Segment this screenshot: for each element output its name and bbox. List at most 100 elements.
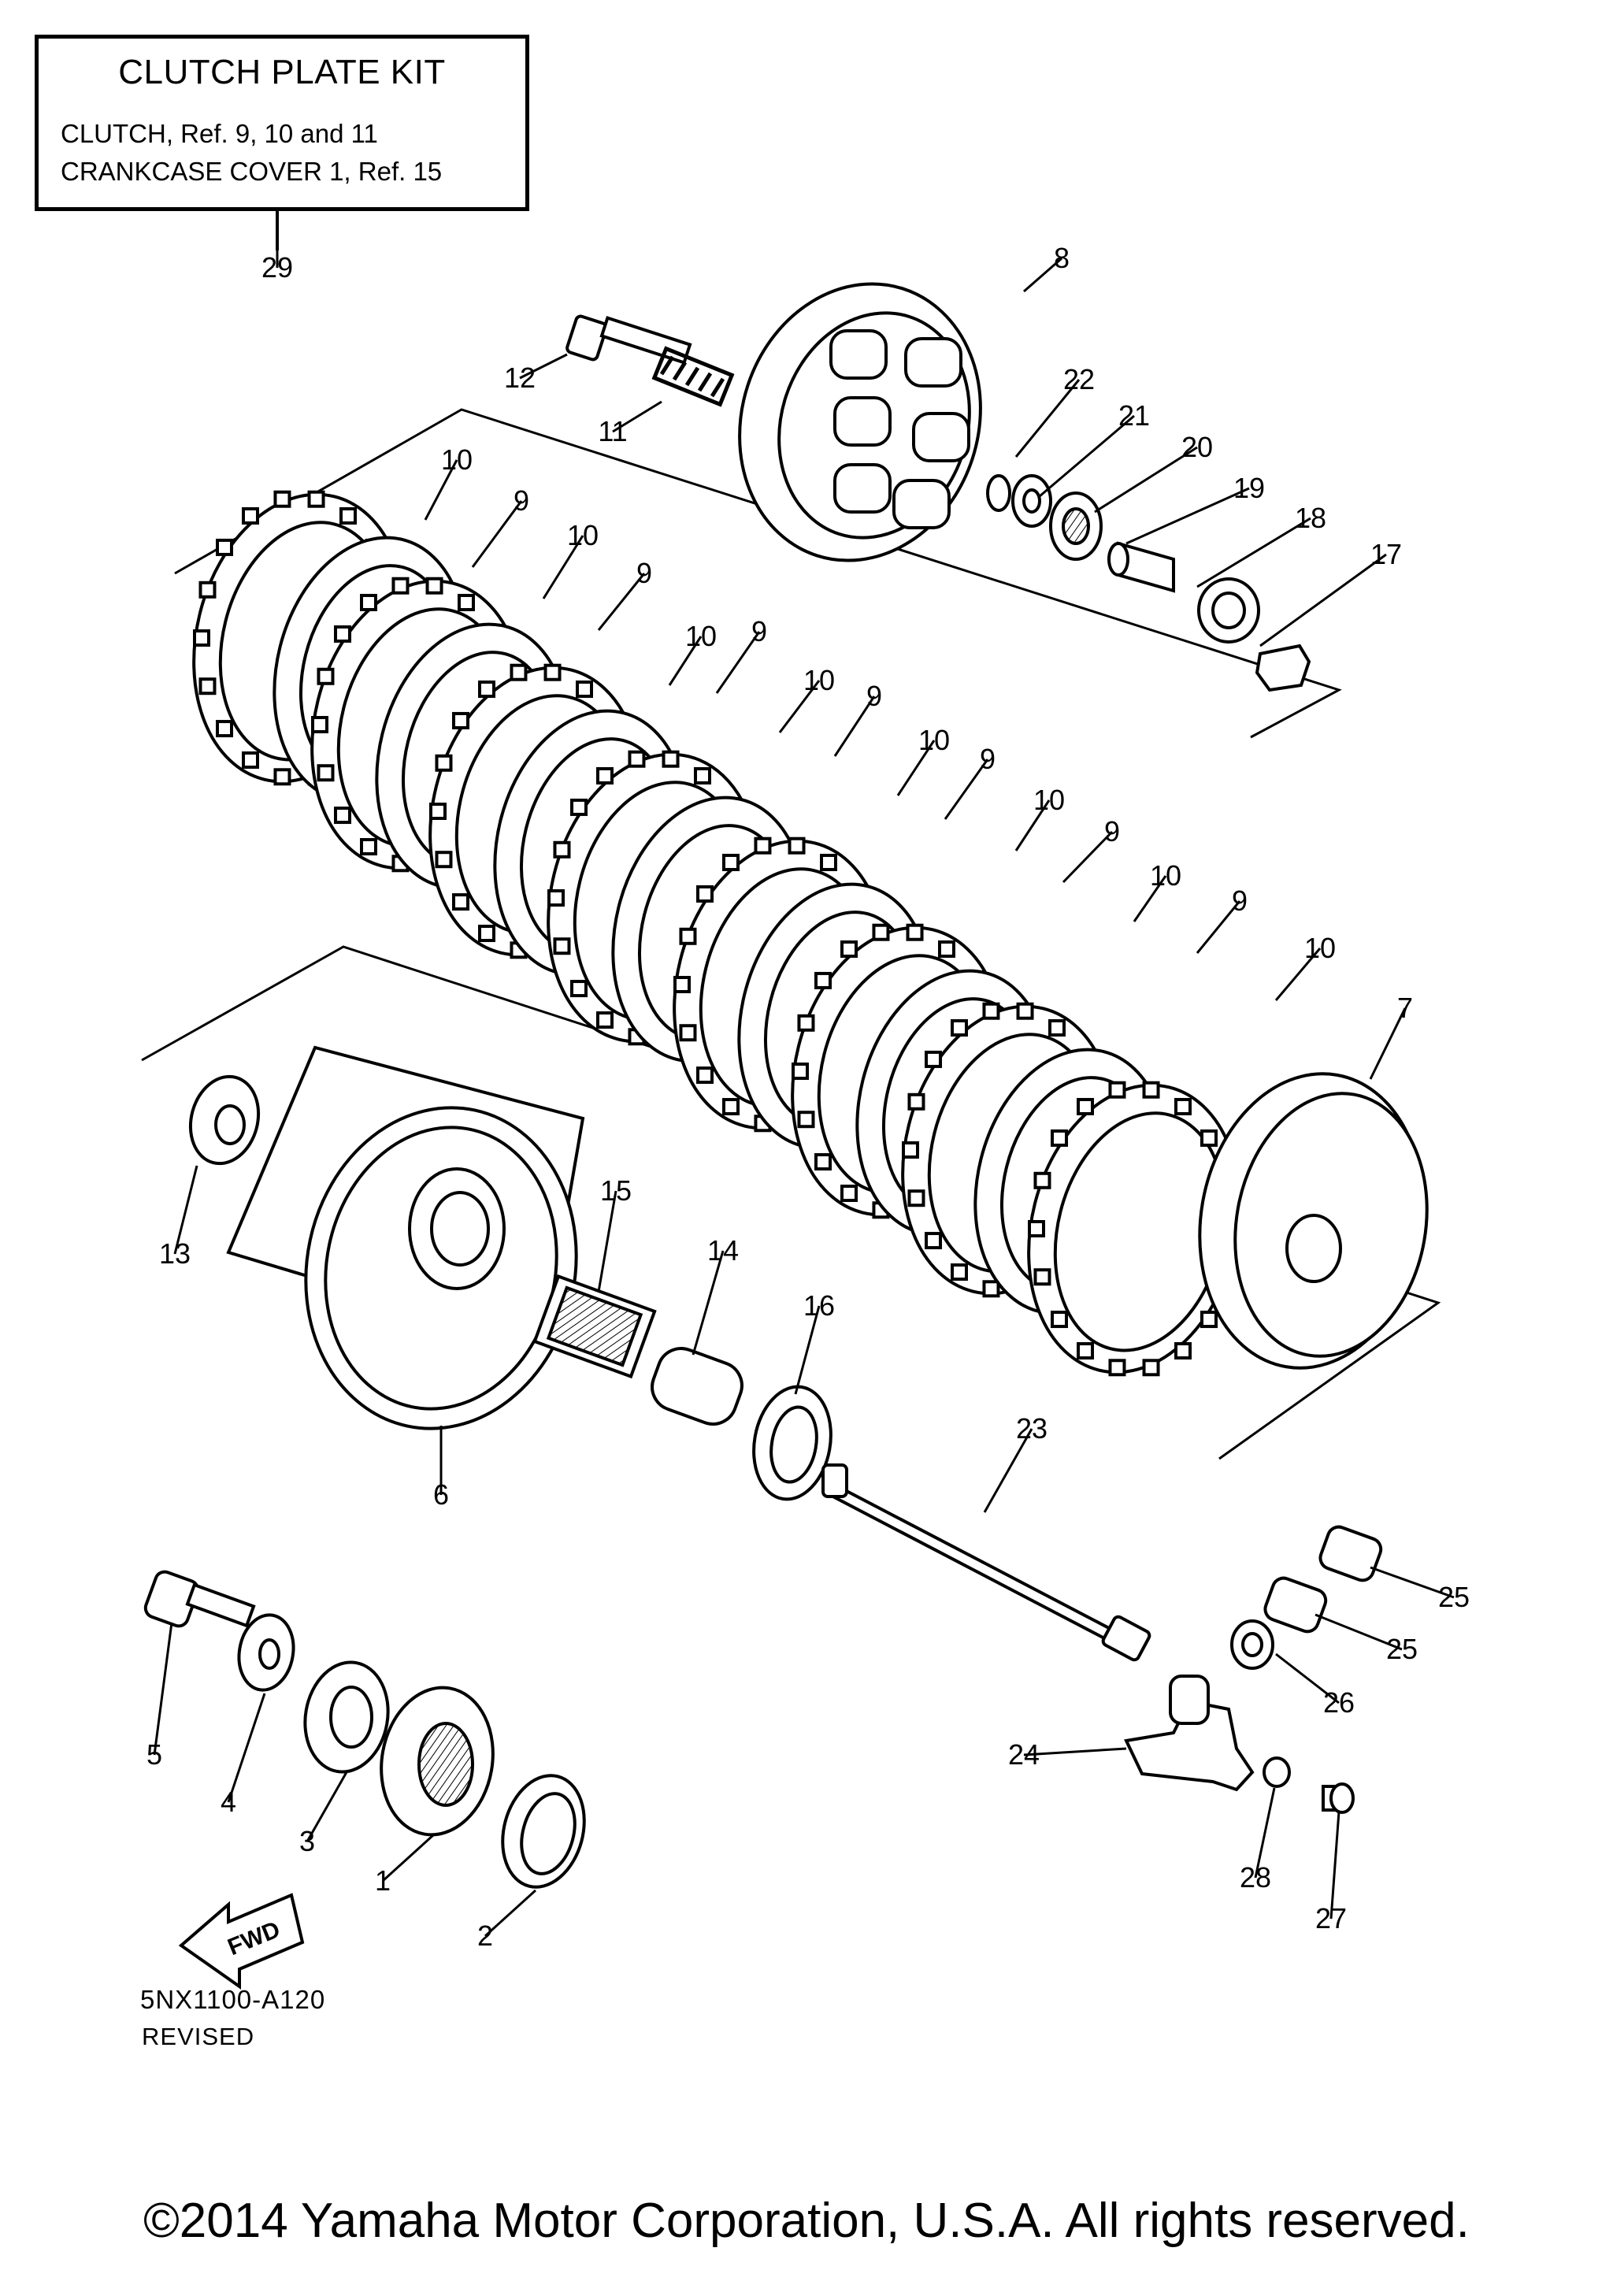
callout-leader-line (1369, 1007, 1407, 1080)
bearing-spacer-washer (532, 1274, 832, 1501)
callout-leader-line (424, 459, 458, 521)
callout-number: 26 (1323, 1686, 1355, 1719)
callout-number: 10 (1033, 784, 1065, 816)
callout-leader-line (519, 353, 568, 380)
friction-plate (1027, 1081, 1241, 1377)
push-lever-parts (1124, 1525, 1383, 1814)
callout-number: 16 (803, 1289, 835, 1322)
callout-leader-line (1329, 1811, 1340, 1920)
callout-leaders (153, 250, 1455, 1938)
clutch-housing (226, 1045, 585, 1430)
callout-leader-line (153, 1622, 173, 1756)
callout-number: 7 (1397, 992, 1413, 1024)
callout-leader-line (833, 695, 876, 757)
callout-number: 4 (221, 1786, 236, 1818)
callout-number: 13 (159, 1237, 191, 1270)
callout-leader-line (471, 500, 523, 568)
callout-leader-line (1014, 799, 1051, 851)
callout-number: 10 (1150, 859, 1181, 892)
callout-leader-line (692, 1250, 725, 1356)
callout-number: 3 (299, 1825, 315, 1857)
push-rod (821, 1463, 1151, 1662)
diagram-code: 5NX1100-A120 (140, 1985, 326, 2014)
callout-number: 25 (1386, 1633, 1418, 1665)
callout-number: 1 (375, 1864, 391, 1897)
callout-leader-line (1196, 900, 1241, 954)
callout-number: 9 (751, 615, 767, 647)
callout-leader-line (1259, 553, 1387, 647)
callout-number: 8 (1054, 242, 1070, 274)
kit-box-line-1: CLUTCH, Ref. 9, 10 and 11 (61, 119, 378, 148)
callout-number: 12 (504, 362, 536, 394)
callout-leader-line (542, 535, 584, 599)
callout-number: 29 (261, 251, 293, 284)
callout-leader-line (1370, 1566, 1455, 1599)
callout-leader-line (1023, 1747, 1127, 1756)
callout-leader-line (1014, 379, 1081, 458)
callout-number: 9 (636, 557, 652, 589)
callout-number: 19 (1233, 472, 1265, 504)
push-rod-parts (986, 474, 1311, 692)
kit-box-line-2: CRANKCASE COVER 1, Ref. 15 (61, 157, 443, 186)
callout-number: 5 (146, 1738, 162, 1771)
callout-leader-line (306, 1771, 348, 1842)
callout-leader-line (778, 680, 821, 733)
callout-leader-line (597, 1190, 617, 1293)
callout-leader-line (484, 1889, 537, 1938)
callout-number: 20 (1181, 431, 1213, 463)
clutch-boss (1198, 1072, 1429, 1370)
callout-number: 27 (1315, 1902, 1347, 1934)
callout-number: 9 (514, 484, 529, 517)
callout-leader-line (227, 1693, 266, 1803)
thrust-plate (188, 1074, 261, 1166)
callout-number: 2 (477, 1920, 493, 1952)
callout-leader-line (983, 1428, 1033, 1513)
callout-leader-line (1274, 948, 1322, 1001)
callout-number: 28 (1240, 1861, 1271, 1894)
bolt (565, 314, 692, 365)
callout-leader-line (597, 573, 646, 631)
callout-number: 10 (918, 724, 950, 756)
callout-number: 10 (1304, 932, 1336, 964)
callout-leader-line (1275, 1652, 1340, 1704)
callout-leader-line (1133, 875, 1167, 922)
callout-leader-line (1023, 257, 1062, 293)
callout-number: 17 (1370, 538, 1402, 570)
callout-number: 22 (1063, 363, 1095, 395)
callout-leader-line (1094, 446, 1198, 514)
forward-arrow: FWD (178, 1893, 305, 1990)
callout-leader-line (1062, 830, 1114, 884)
callout-number: 10 (803, 664, 835, 696)
callout-number: 9 (1232, 885, 1248, 917)
callout-number: 23 (1016, 1412, 1048, 1445)
callout-number: 25 (1438, 1581, 1470, 1613)
callout-number: 10 (685, 620, 717, 652)
callout-number: 11 (598, 415, 627, 447)
callout-leader-line (1254, 1787, 1276, 1879)
callout-number: 9 (1104, 815, 1120, 848)
callout-leader-line (944, 759, 989, 820)
callout-number: 24 (1008, 1738, 1040, 1771)
callout-leader-line (612, 400, 662, 433)
callout-number: 14 (707, 1234, 739, 1267)
plate-stack (192, 490, 1241, 1377)
clutch-spring (651, 346, 735, 407)
callout-leader-line (896, 740, 936, 796)
callout-number: 18 (1295, 502, 1326, 534)
revised-label: REVISED (142, 2023, 255, 2050)
callout-number: 6 (433, 1478, 449, 1511)
callout-leader-line (1196, 517, 1311, 588)
callout-number: 9 (866, 680, 882, 712)
callout-number: 9 (980, 743, 996, 775)
copyright-notice: ©2014 Yamaha Motor Corporation, U.S.A. A… (143, 2194, 1470, 2248)
callout-number: 10 (567, 519, 599, 551)
callout-leader-line (1039, 414, 1135, 498)
kit-box-title: CLUTCH PLATE KIT (118, 53, 446, 91)
callout-leader-line (173, 1165, 198, 1255)
callout-leader-line (1315, 1613, 1403, 1651)
pressure-plate (738, 282, 982, 562)
callout-leader-line (1125, 487, 1250, 545)
